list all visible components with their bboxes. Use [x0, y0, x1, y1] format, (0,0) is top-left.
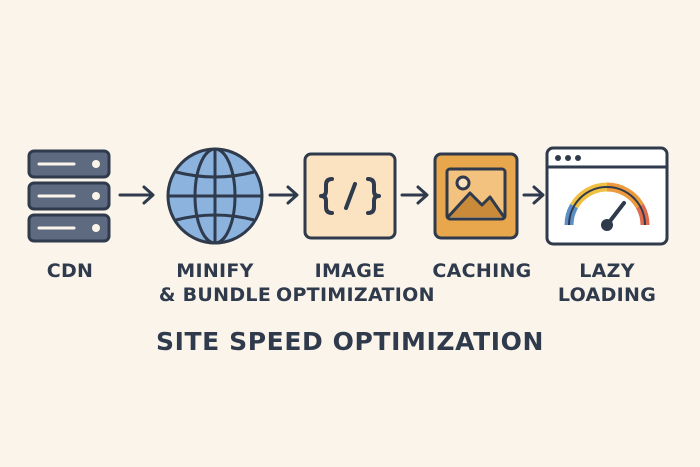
arrow-right-icon	[522, 185, 545, 205]
step-label-line: LAZY	[579, 260, 635, 282]
browser-speedometer-icon	[545, 146, 669, 246]
step-label-caching: CACHING	[420, 259, 544, 283]
server-stack-icon	[27, 149, 111, 243]
step-label-line: OPTIMIZATION	[276, 284, 435, 306]
step-label-lazy-loading: LAZY LOADING	[550, 259, 664, 307]
step-label-line: & BUNDLE	[158, 284, 272, 306]
step-label-line: MINIFY	[176, 260, 254, 282]
step-label-line: CACHING	[432, 260, 532, 282]
arrow-right-icon	[118, 185, 155, 205]
image-landscape-icon	[433, 152, 519, 240]
step-label-minify-bundle: MINIFY & BUNDLE	[150, 259, 280, 307]
step-label-line: IMAGE	[314, 260, 386, 282]
step-label-cdn: CDN	[20, 259, 120, 283]
step-label-image-optimization: IMAGE OPTIMIZATION	[276, 259, 435, 307]
diagram-title: SITE SPEED OPTIMIZATION	[155, 327, 545, 356]
globe-icon	[166, 147, 264, 245]
step-label-line: LOADING	[557, 284, 657, 306]
code-file-icon	[303, 152, 397, 240]
step-label-line: CDN	[46, 260, 94, 282]
arrow-right-icon	[400, 185, 429, 205]
arrow-right-icon	[268, 185, 299, 205]
